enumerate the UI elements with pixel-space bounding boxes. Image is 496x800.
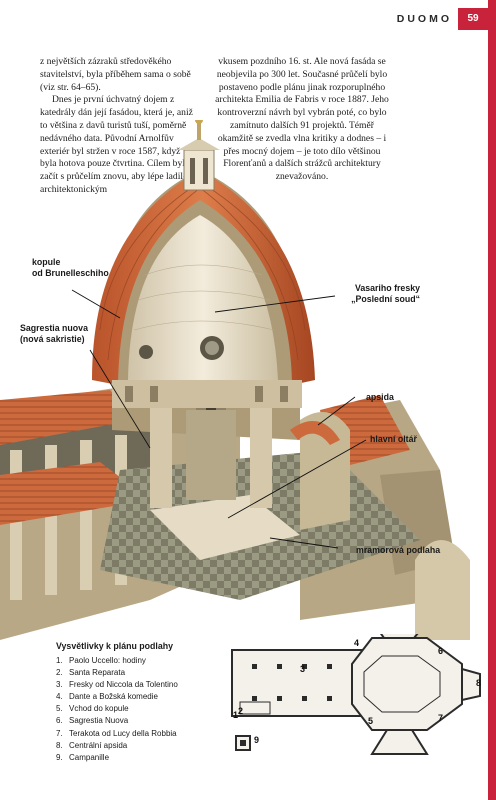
floor-plan (231, 634, 481, 755)
text-column-left: z největších zázraků středověkého stavit… (40, 56, 198, 197)
plan-number: 8 (476, 678, 482, 688)
label-oltar: hlavní oltář (370, 434, 417, 444)
cathedral-cutaway-illustration (0, 120, 470, 640)
page-edge-band (488, 0, 496, 800)
legend-item: 2.Santa Reparata (56, 668, 126, 678)
label-apsida: apsida (366, 392, 394, 402)
plan-number: 6 (438, 646, 444, 656)
paragraph: vkusem pozdního 16. st. Ale nová fasáda … (215, 56, 389, 183)
plan-number: 3 (300, 664, 306, 674)
legend-title: Vysvětlivky k plánu podlahy (56, 641, 174, 651)
legend-item: 9.Campanille (56, 752, 110, 762)
legend-item: 5.Vchod do kopule (56, 704, 129, 714)
plan-number: 5 (368, 716, 374, 726)
legend-item: 7.Terakota od Lucy della Robbia (56, 728, 177, 738)
legend-item: 1.Paolo Uccello: hodiny (56, 656, 146, 665)
legend-item: 4.Dante a Božská komedie (56, 692, 158, 702)
label-kupole: kopule od Brunelleschiho (32, 257, 109, 278)
paragraph: z největších zázraků středověkého stavit… (40, 56, 191, 93)
section-header: DUOMO (396, 13, 452, 25)
text-column-right: vkusem pozdního 16. st. Ale nová fasáda … (212, 56, 392, 184)
label-vasari: Vasariho fresky „Poslední soud“ (351, 283, 420, 304)
paragraph: Dnes je první úchvatný dojem z katedrály… (40, 94, 194, 195)
plan-number: 9 (254, 735, 260, 745)
label-sagrestia: Sagrestia nuova (nová sakristie) (20, 323, 88, 344)
plan-number: 7 (438, 713, 444, 723)
plan-number: 2 (238, 706, 244, 716)
legend-item: 6.Sagrestia Nuova (56, 716, 129, 726)
label-podlaha: mramorová podlaha (356, 545, 441, 555)
legend-item: 8.Centrální apsida (56, 740, 128, 750)
plan-number: 4 (354, 638, 360, 648)
plan-number: 1 (233, 710, 239, 720)
legend-item: 3.Fresky od Niccola da Tolentino (56, 680, 178, 690)
page-number: 59 (458, 8, 488, 30)
legend-list: 1.Paolo Uccello: hodiny 2.Santa Reparata… (56, 655, 178, 764)
